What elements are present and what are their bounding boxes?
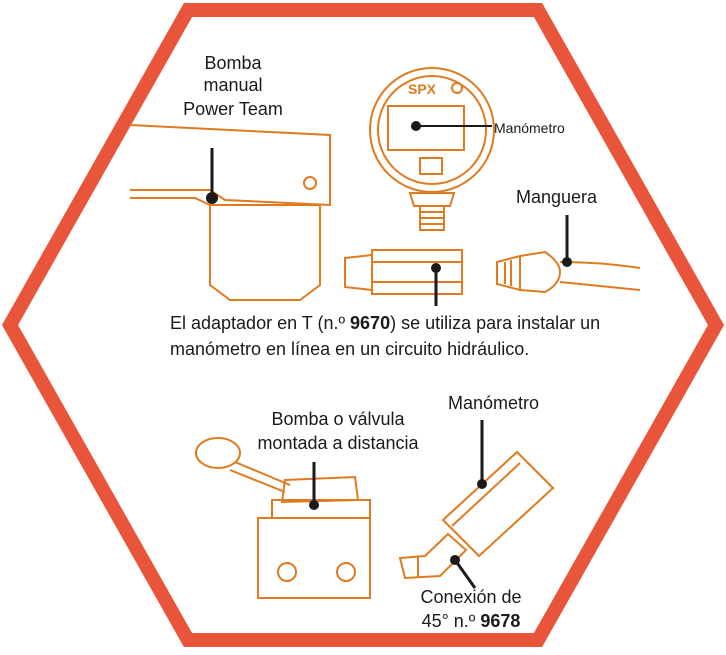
hose-label: Manguera [516,187,598,207]
caption-text-1: El adaptador en T (n.º [170,313,351,333]
fitting-label-1: Conexión de [420,587,522,607]
elbow-fitting-icon [398,532,477,589]
fitting-prefix: 45° n.º [421,611,481,631]
hand-pump-label-2: manual [203,75,263,95]
caption-line-1: El adaptador en T (n.º 9670) se utiliza … [170,312,600,334]
hand-pump-label-3: Power Team [183,99,283,119]
fitting-label-2: 45° n.º 9678 [406,610,536,632]
hand-pump-label-1: Bomba [204,53,262,73]
caption-code: 9670 [350,313,391,333]
gauge-bottom-label: Manómetro [448,393,540,413]
t-adapter-icon [344,249,463,306]
remote-pump-label-1: Bomba o válvula [271,409,405,429]
remote-pump-label-2: montada a distancia [257,433,419,453]
caption-line-2: manómetro en línea en un circuito hidráu… [170,339,530,359]
gauge-brand-label: SPX [408,81,437,97]
gauge-top-label: Manómetro [494,120,565,136]
fitting-code: 9678 [480,611,521,631]
hexagon-frame [1,3,725,647]
remote-valve-icon [195,437,371,599]
gauge-icon [369,67,495,231]
hand-pump-icon [129,124,331,301]
hose-icon [496,215,641,294]
gauge-side-icon [441,420,555,558]
caption-text-2: ) se utiliza para instalar un [390,313,601,333]
